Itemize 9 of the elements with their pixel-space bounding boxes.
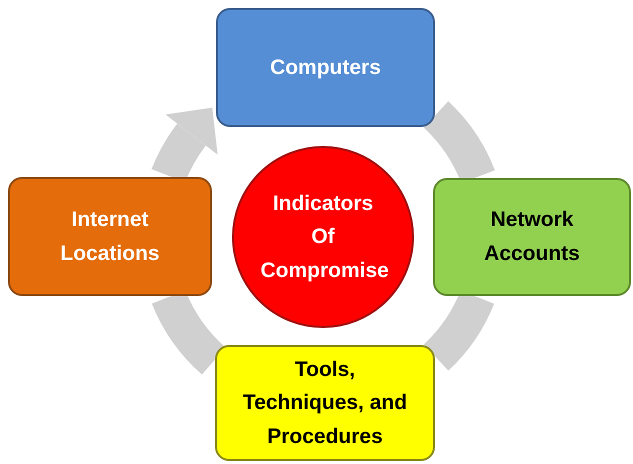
node-label: Internet Locations [59, 206, 161, 266]
node-label: Computers [270, 54, 381, 81]
process-box [215, 345, 435, 461]
process-box [433, 178, 631, 296]
node-label: Network Accounts [483, 207, 581, 267]
process-box [216, 8, 435, 127]
process-box [8, 177, 212, 296]
node-label: Indicators Of Compromise [260, 190, 386, 284]
node-label: Tools, Techniques, and Procedures [242, 356, 408, 450]
